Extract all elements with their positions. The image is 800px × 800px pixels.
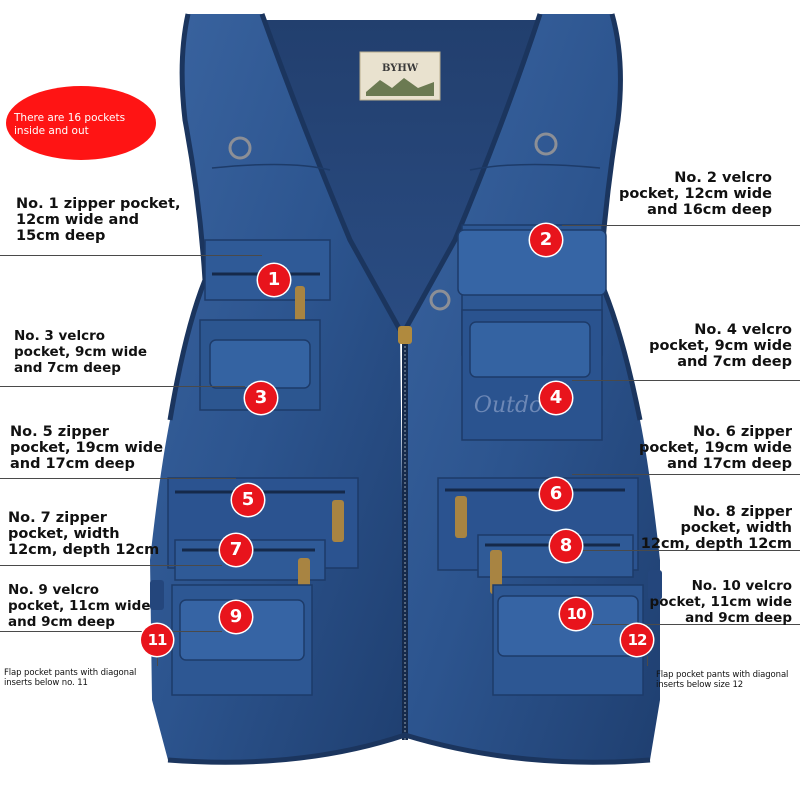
left-armhole-trim xyxy=(167,13,208,421)
badge-2: 2 xyxy=(530,224,562,256)
callout-text-8: No. 8 zipper pocket, width 12cm, depth 1… xyxy=(640,504,792,552)
chest-d-ring xyxy=(429,289,451,311)
badge-11: 11 xyxy=(141,624,173,656)
callout-text-11: Flap pocket pants with diagonal inserts … xyxy=(4,668,137,688)
callout-text-6: No. 6 zipper pocket, 19cm wide and 17cm … xyxy=(638,424,792,472)
callout-text-12: Flap pocket pants with diagonal inserts … xyxy=(656,670,789,690)
left-collar-trim xyxy=(259,13,403,332)
badge-6: 6 xyxy=(540,478,572,510)
badge-12: 12 xyxy=(621,624,653,656)
badge-10: 10 xyxy=(560,598,592,630)
badge-5: 5 xyxy=(232,484,264,516)
summary-text: There are 16 pockets inside and out xyxy=(14,112,126,137)
callout-text-7: No. 7 zipper pocket, width 12cm, depth 1… xyxy=(8,510,160,558)
badge-4: 4 xyxy=(540,382,572,414)
right-armhole-trim xyxy=(597,13,643,421)
right-collar-trim xyxy=(402,13,543,332)
callout-text-10: No. 10 velcro pocket, 11cm wide and 9cm … xyxy=(649,578,792,626)
left-d-ring xyxy=(228,136,252,160)
badge-3: 3 xyxy=(245,382,277,414)
callout-text-4: No. 4 velcro pocket, 9cm wide and 7cm de… xyxy=(649,322,792,370)
summary-bubble xyxy=(6,86,156,160)
callout-text-3: No. 3 velcro pocket, 9cm wide and 7cm de… xyxy=(14,328,148,376)
callout-text-5: No. 5 zipper pocket, 19cm wide and 17cm … xyxy=(10,424,164,472)
callout-text-2: No. 2 velcro pocket, 12cm wide and 16cm … xyxy=(618,170,772,218)
badge-9: 9 xyxy=(220,601,252,633)
callout-text-9: No. 9 velcro pocket, 11cm wide and 9cm d… xyxy=(8,582,151,630)
badge-8: 8 xyxy=(550,530,582,562)
badge-1: 1 xyxy=(258,264,290,296)
callout-text-1: No. 1 zipper pocket, 12cm wide and 15cm … xyxy=(16,196,181,244)
right-d-ring xyxy=(534,132,558,156)
brand-tag-text: BYHW xyxy=(382,63,419,74)
badge-7: 7 xyxy=(220,534,252,566)
